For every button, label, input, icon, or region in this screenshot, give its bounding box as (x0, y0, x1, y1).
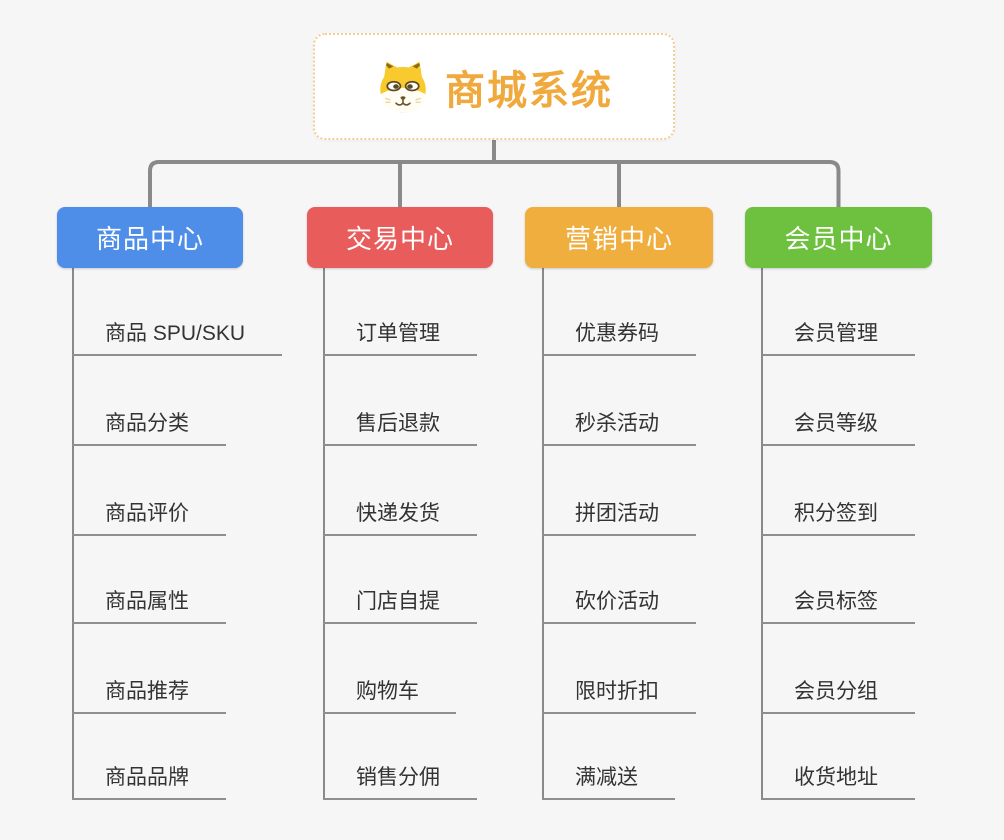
leaf-node[interactable]: 会员分组 (761, 670, 915, 714)
leaf-node-label: 商品属性 (105, 590, 189, 613)
dog-mascot-icon (380, 61, 426, 112)
root-node[interactable]: 商城系统 (313, 33, 675, 140)
leaf-node-label: 收货地址 (794, 766, 878, 789)
leaf-node[interactable]: 商品评价 (72, 492, 226, 536)
leaf-node[interactable]: 会员管理 (761, 312, 915, 356)
leaf-node[interactable]: 秒杀活动 (542, 402, 696, 446)
leaf-node[interactable]: 会员标签 (761, 580, 915, 624)
leaf-node-label: 订单管理 (356, 322, 440, 345)
leaf-node[interactable]: 收货地址 (761, 756, 915, 800)
branch-node-1[interactable]: 交易中心 (307, 207, 493, 268)
leaf-node-label: 商品品牌 (105, 766, 189, 789)
branch-node-label: 会员中心 (784, 224, 893, 254)
leaf-node-label: 商品分类 (105, 412, 189, 435)
leaf-node-label: 快递发货 (356, 502, 440, 525)
leaf-node-label: 会员管理 (794, 322, 878, 345)
leaf-node-label: 满减送 (575, 766, 638, 789)
branch-node-label: 交易中心 (345, 224, 454, 254)
leaf-node[interactable]: 拼团活动 (542, 492, 696, 536)
leaf-node[interactable]: 商品属性 (72, 580, 226, 624)
leaf-node[interactable]: 订单管理 (323, 312, 477, 356)
leaf-node[interactable]: 快递发货 (323, 492, 477, 536)
leaf-node-label: 拼团活动 (575, 502, 659, 525)
leaf-node-label: 门店自提 (356, 590, 440, 613)
leaf-node[interactable]: 销售分佣 (323, 756, 477, 800)
leaf-node-label: 商品 SPU/SKU (105, 322, 246, 345)
leaf-node-label: 限时折扣 (575, 680, 659, 703)
branch-node-3[interactable]: 会员中心 (745, 207, 932, 268)
leaf-node[interactable]: 砍价活动 (542, 580, 696, 624)
leaf-node-label: 会员标签 (794, 590, 878, 613)
leaf-node-label: 商品推荐 (105, 680, 189, 703)
branch-node-label: 商品中心 (95, 224, 204, 254)
leaf-node-label: 购物车 (356, 680, 419, 703)
branch-node-2[interactable]: 营销中心 (525, 207, 713, 268)
leaf-node-label: 售后退款 (356, 412, 440, 435)
leaf-node[interactable]: 门店自提 (323, 580, 477, 624)
leaf-node[interactable]: 商品 SPU/SKU (72, 312, 283, 356)
leaf-node-label: 商品评价 (105, 502, 189, 525)
leaf-node[interactable]: 售后退款 (323, 402, 477, 446)
leaf-node-label: 销售分佣 (356, 766, 440, 789)
leaf-node[interactable]: 积分签到 (761, 492, 915, 536)
leaf-node[interactable]: 商品品牌 (72, 756, 226, 800)
leaf-node[interactable]: 商品分类 (72, 402, 226, 446)
leaf-node-label: 砍价活动 (575, 590, 659, 613)
leaf-node[interactable]: 会员等级 (761, 402, 915, 446)
leaf-node-label: 会员等级 (794, 412, 878, 435)
leaf-node[interactable]: 限时折扣 (542, 670, 696, 714)
leaf-node-label: 优惠券码 (575, 322, 659, 345)
branch-node-label: 营销中心 (564, 224, 673, 254)
leaf-node[interactable]: 商品推荐 (72, 670, 226, 714)
leaf-node-label: 秒杀活动 (575, 412, 659, 435)
root-node-label: 商城系统 (445, 68, 613, 113)
leaf-node[interactable]: 满减送 (542, 756, 675, 800)
leaf-node[interactable]: 购物车 (323, 670, 456, 714)
branch-node-0[interactable]: 商品中心 (57, 207, 243, 268)
leaf-node-label: 积分签到 (794, 502, 878, 525)
leaf-node[interactable]: 优惠券码 (542, 312, 696, 356)
leaf-node-label: 会员分组 (794, 680, 878, 703)
